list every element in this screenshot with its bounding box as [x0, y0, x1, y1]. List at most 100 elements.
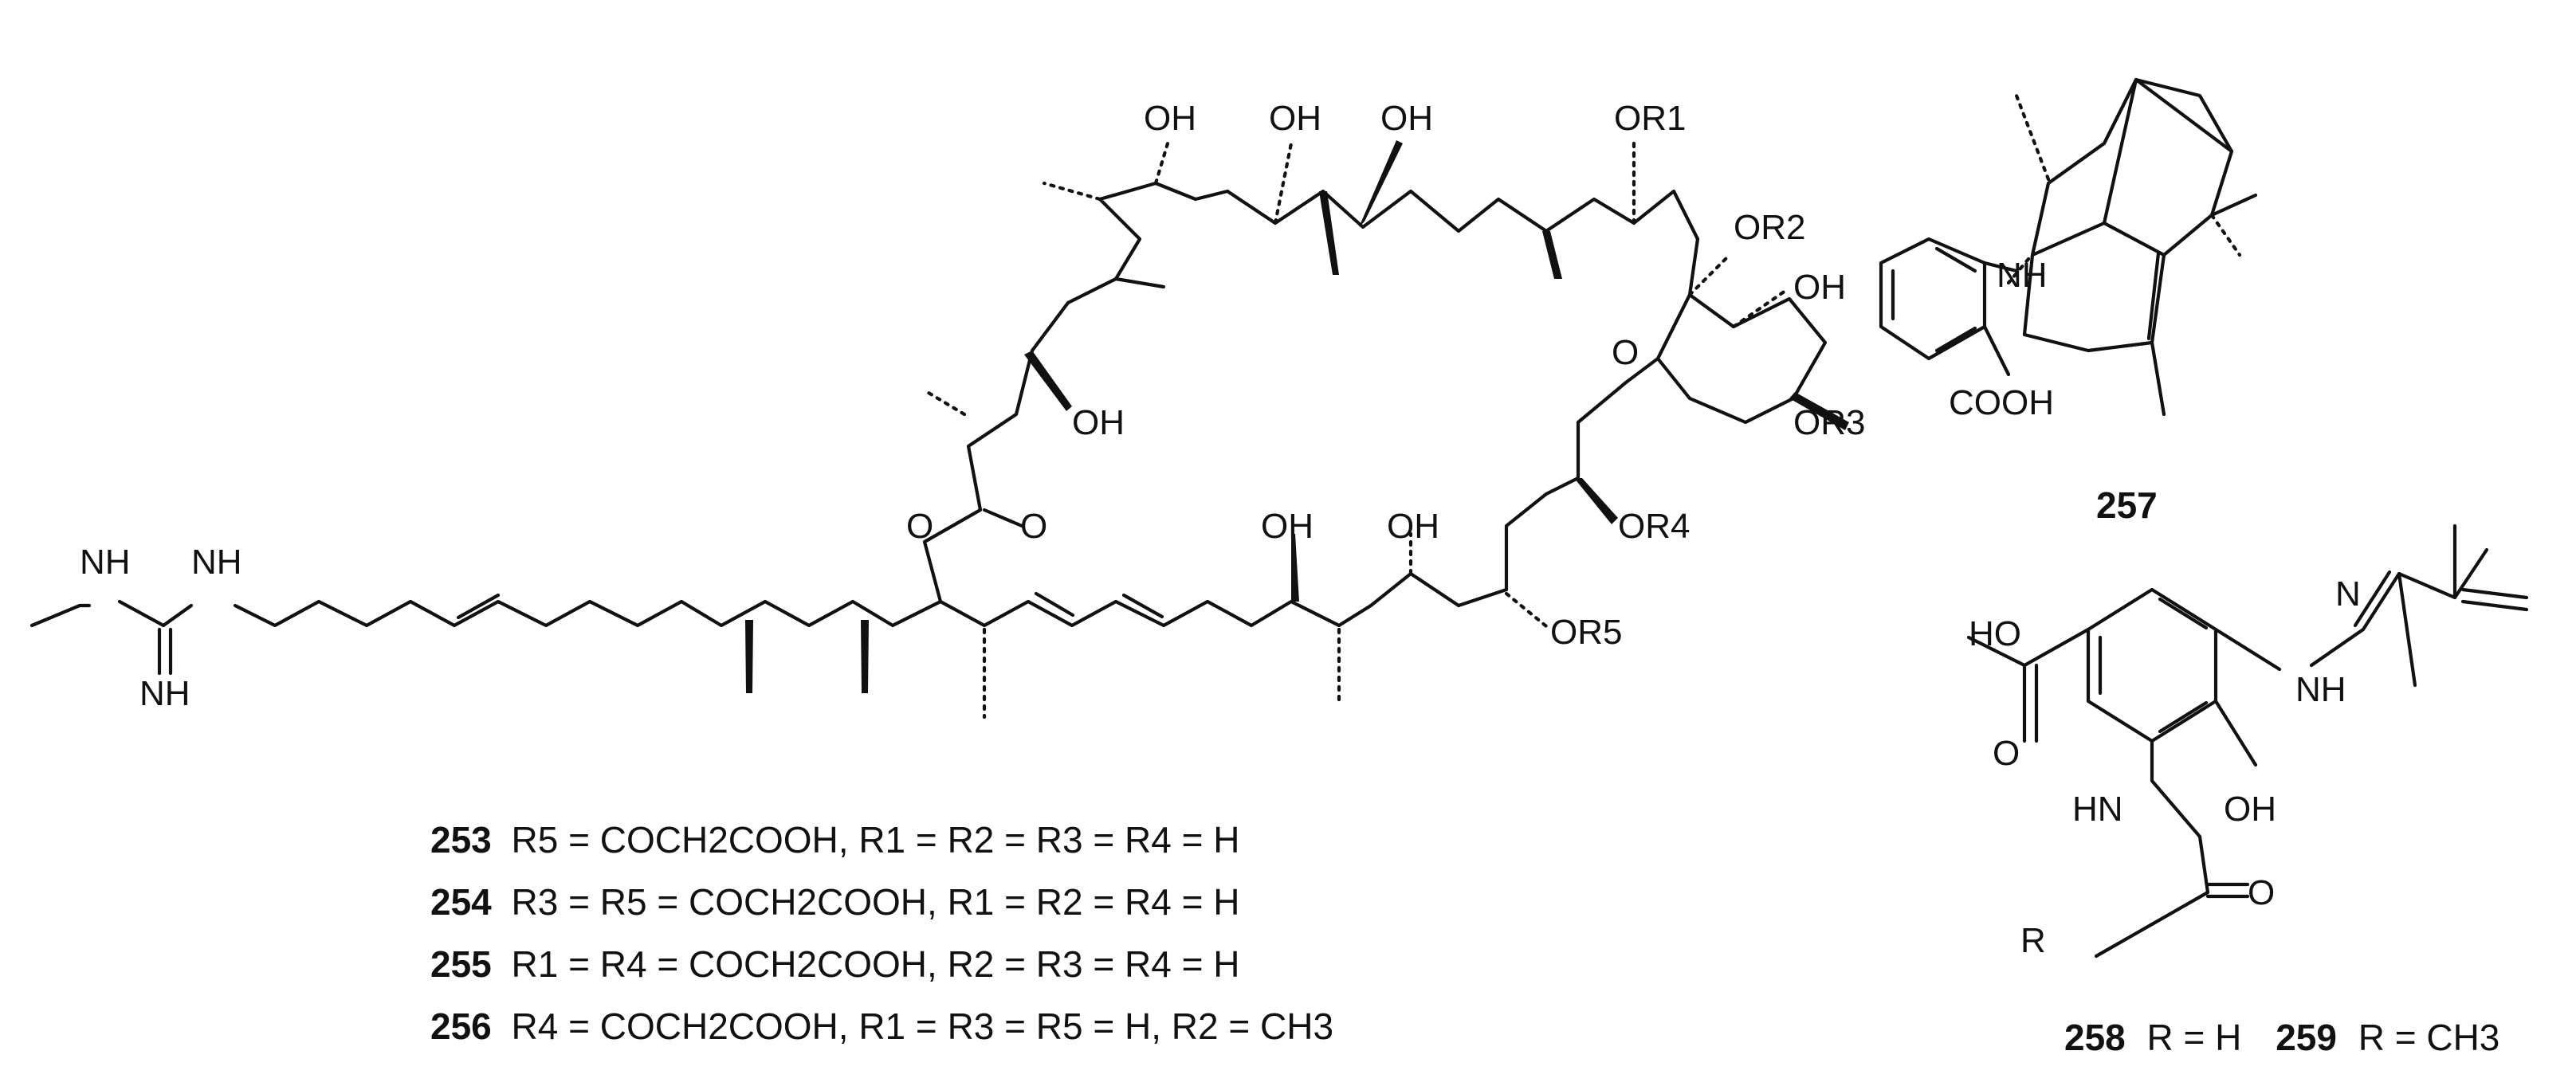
oh-hash-3 [1731, 288, 1788, 329]
258-ketone-2 [2460, 587, 2529, 600]
ester-linkage [922, 348, 1035, 604]
oh-hash-1 [1153, 141, 1170, 186]
258-benzene [2086, 587, 2218, 743]
atom-label: O [1993, 734, 2020, 773]
atom-label: O [906, 507, 933, 546]
methyl-wedge-3 [1319, 191, 1339, 275]
atom-label: OH [1269, 99, 1321, 138]
atom-label: OR1 [1614, 99, 1686, 138]
alkyl-chain-bonds [233, 599, 1341, 628]
atom-label: O [2248, 873, 2275, 912]
atom-label: NH [2295, 670, 2346, 709]
oh-wedge-1 [1024, 351, 1072, 411]
atom-label: NH [1997, 256, 2048, 295]
atom-label: OR5 [1550, 613, 1622, 652]
caption-254-text: R3 = R5 = COCH2COOH, R1 = R2 = R4 = H [512, 881, 1240, 923]
atom-label: OH [1380, 99, 1433, 138]
257-aromatic-3 [1934, 246, 1977, 273]
atom-label: OH [2224, 790, 2276, 829]
compound-number-255: 255 [430, 943, 492, 985]
macrolide-structure: OH OH OH OR1 OR2 OH O OH OR3 O O OH OH O… [29, 99, 1865, 719]
caption-256-text: R4 = COCH2COOH, R1 = R3 = R5 = H, R2 = C… [512, 1006, 1334, 1047]
guanidine-bonds [117, 599, 194, 628]
alkene-1 [456, 593, 501, 620]
or2-hash [1687, 253, 1732, 297]
atom-label: OH [1793, 268, 1846, 307]
atom-label: OH [1387, 507, 1439, 546]
258-aromatic-2 [2158, 700, 2209, 734]
257-ring-nh-bond [1982, 261, 2019, 273]
caption-259-r: R = CH3 [2358, 1017, 2500, 1058]
258-ketone [2460, 599, 2529, 612]
257-ring-acid-bond [1982, 324, 2011, 377]
atom-label: OH [1261, 507, 1314, 546]
oh-hash-2 [1273, 141, 1294, 225]
257-gem-methyl-2 [2209, 213, 2242, 257]
compound-number-253: 253 [430, 819, 492, 861]
257-methyl-hash [2014, 93, 2051, 182]
caption-258-259: 258 R = H 259 R = CH3 [2064, 1017, 2499, 1058]
258-nh-bond [2213, 627, 2282, 672]
atom-label: HN [2072, 790, 2123, 829]
257-alkene [2146, 251, 2161, 341]
methyl-wedge-4 [1542, 231, 1562, 279]
macrolide-captions: 253 R5 = COCH2COOH, R1 = R2 = R3 = R4 = … [430, 819, 1333, 1047]
atom-label: OR4 [1618, 507, 1690, 546]
compound-number-256: 256 [430, 1006, 492, 1047]
atom-label: OH [1144, 99, 1196, 138]
atom-label: R [2020, 921, 2046, 960]
atom-label: OR2 [1734, 208, 1805, 247]
caption-255: 255 R1 = R4 = COCH2COOH, R2 = R3 = R4 = … [430, 943, 1239, 985]
atom-label: NH [80, 543, 131, 582]
side-chain-bonds [29, 603, 92, 628]
atom-label: O [1612, 333, 1639, 372]
atom-label: O [1020, 507, 1047, 546]
or4-wedge [1574, 478, 1618, 524]
atom-label: N [2335, 574, 2361, 614]
atom-label: COOH [1949, 383, 2054, 422]
methyl-hash-4 [1042, 181, 1102, 202]
258-oh-bond-2 [2213, 699, 2258, 767]
upper-alkene [1113, 276, 1166, 289]
atom-label: NH [191, 543, 242, 582]
atom-label: NH [139, 674, 190, 713]
258-oh-bond [1966, 635, 2027, 668]
257-bridge-2 [2134, 77, 2234, 154]
caption-253: 253 R5 = COCH2COOH, R1 = R2 = R3 = R4 = … [430, 819, 1239, 861]
atom-label: HO [1969, 614, 2021, 653]
compound-257-structure: NH COOH 257 [1879, 77, 2258, 526]
257-bridge [2102, 77, 2234, 257]
257-aromatic-2 [1934, 326, 1977, 353]
oh-wedge-3 [1291, 534, 1299, 602]
caption-254: 254 R3 = R5 = COCH2COOH, R1 = R2 = R4 = … [430, 881, 1239, 923]
258-amide-chain [2094, 739, 2210, 959]
257-gem-methyl-1 [2209, 193, 2258, 218]
258-carboxyl [2022, 627, 2091, 743]
compound-number-258: 258 [2064, 1017, 2126, 1058]
258-imine [2353, 570, 2392, 628]
atom-label: OR3 [1793, 403, 1865, 442]
or5-hash [1504, 591, 1553, 632]
alkene-2 [1034, 591, 1075, 617]
258-methyl [2397, 571, 2417, 688]
methyl-wedge-2 [861, 620, 869, 693]
257-methyl [2150, 340, 2166, 417]
caption-253-text: R5 = COCH2COOH, R1 = R2 = R3 = R4 = H [512, 819, 1240, 861]
methyl-wedge-1 [745, 620, 753, 693]
carbonyl-bond [982, 508, 1024, 528]
257-cyclopentane [2030, 77, 2138, 257]
257-benzene [1879, 237, 1987, 361]
compound-number-259: 259 [2276, 1017, 2337, 1058]
lower-right-chain [1337, 356, 1660, 628]
258-aromatic-3 [2158, 597, 2209, 630]
compound-258-259-structure: HO O N NH OH HN O R 258 R = H 259 R = CH… [1966, 523, 2529, 1058]
caption-255-text: R1 = R4 = COCH2COOH, R2 = R3 = R4 = H [512, 943, 1240, 985]
methyl-hash-3 [922, 388, 967, 417]
alkene-3 [1121, 593, 1164, 619]
atom-label: OH [1072, 403, 1125, 442]
caption-256: 256 R4 = COCH2COOH, R1 = R3 = R5 = H, R2… [430, 1006, 1333, 1047]
compound-number-254: 254 [430, 881, 492, 923]
compound-number-257: 257 [2096, 484, 2158, 526]
